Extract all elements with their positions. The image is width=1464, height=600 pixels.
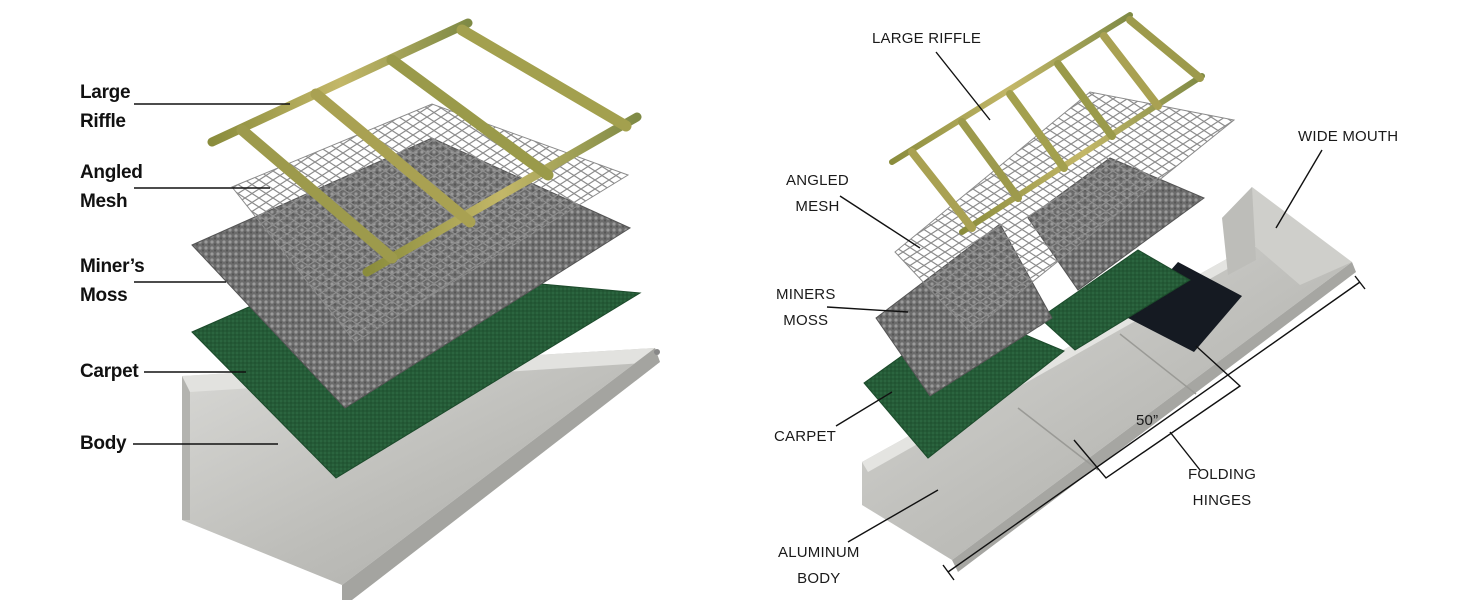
label-miners-moss: Miner’s Moss xyxy=(80,252,145,310)
label-angled-mesh-line1: Angled xyxy=(80,162,143,183)
label-r-aluminum-body-line2: BODY xyxy=(797,570,841,587)
label-large-riffle-line1: Large xyxy=(80,82,131,103)
hinges-bracket xyxy=(1073,345,1242,479)
label-r-angled-mesh-line1: ANGLED xyxy=(786,172,849,189)
label-r-miners-moss-line2: MOSS xyxy=(783,312,829,329)
dimension-line xyxy=(947,281,1361,573)
left-leader-lines xyxy=(133,103,290,445)
label-r-length: 50” xyxy=(1136,412,1159,429)
label-r-aluminum-body-line1: ALUMINUM xyxy=(778,544,860,561)
label-miners-moss-line1: Miner’s xyxy=(80,256,145,277)
right-flap-part xyxy=(1128,262,1242,352)
left-riffle-part xyxy=(207,18,642,277)
leader-r-carpet xyxy=(835,391,893,427)
label-r-folding-hinges-line1: FOLDING xyxy=(1188,466,1257,483)
leader-r-angled-mesh xyxy=(839,195,921,249)
label-carpet: Carpet xyxy=(80,361,139,382)
label-r-angled-mesh: ANGLED MESH xyxy=(786,168,849,220)
label-r-large-riffle: LARGE RIFFLE xyxy=(872,30,982,47)
label-r-folding-hinges-line2: HINGES xyxy=(1192,492,1252,509)
label-r-miners-moss: MINERS MOSS xyxy=(776,282,836,334)
label-angled-mesh-line2: Mesh xyxy=(80,191,128,212)
label-large-riffle-line2: Riffle xyxy=(80,111,126,132)
right-riffle-part xyxy=(889,12,1205,235)
leader-r-miners-moss xyxy=(826,306,909,313)
leader-r-large-riffle xyxy=(935,51,991,121)
leader-r-wide-mouth xyxy=(1275,149,1323,229)
label-miners-moss-line2: Moss xyxy=(80,285,128,306)
right-mesh-part xyxy=(894,91,1236,333)
label-r-angled-mesh-line2: MESH xyxy=(795,198,840,215)
label-r-carpet: CARPET xyxy=(774,428,837,445)
label-r-aluminum-body: ALUMINUM BODY xyxy=(778,540,860,592)
label-r-wide-mouth: WIDE MOUTH xyxy=(1298,128,1399,145)
right-leader-lines xyxy=(826,51,1366,581)
left-sluice-illustration xyxy=(182,18,660,600)
label-body: Body xyxy=(80,433,127,454)
label-r-folding-hinges: FOLDING HINGES xyxy=(1188,462,1256,514)
right-sluice-illustration xyxy=(862,12,1356,572)
label-r-miners-moss-line1: MINERS xyxy=(776,286,836,303)
label-angled-mesh: Angled Mesh xyxy=(80,158,143,216)
label-large-riffle: Large Riffle xyxy=(80,78,131,136)
right-carpet-part-2 xyxy=(1039,249,1191,351)
leader-r-aluminum-body xyxy=(847,489,939,543)
